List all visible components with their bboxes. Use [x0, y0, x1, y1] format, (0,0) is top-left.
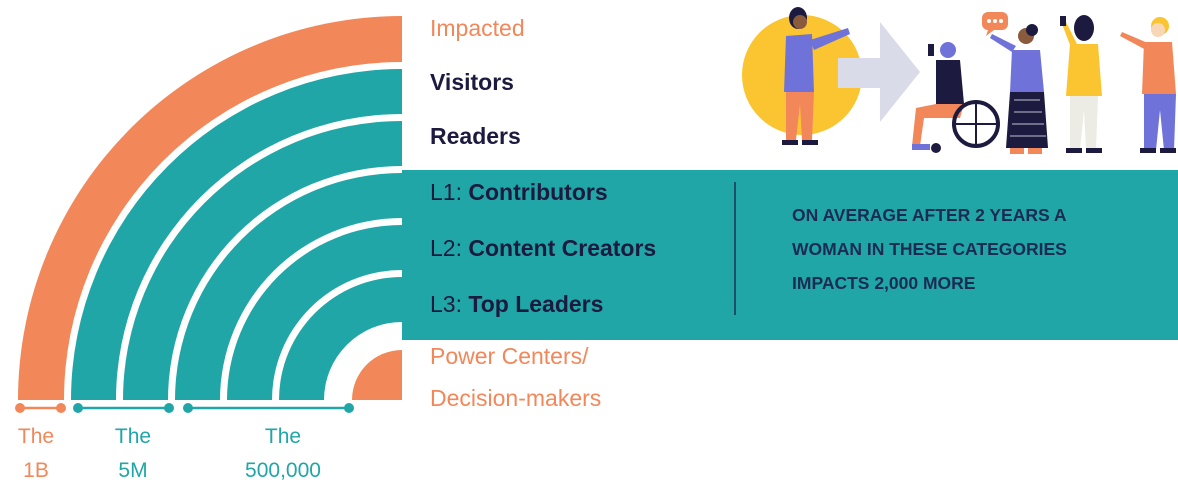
woman-talking-icon [990, 24, 1048, 154]
level-2-name: Content Creators [468, 235, 657, 261]
scale-500k-value: 500,000 [245, 459, 321, 482]
scale-label-5m: The 5M [98, 420, 168, 488]
scale-dot [56, 403, 66, 413]
arc-contributors [175, 173, 402, 400]
scale-5m-value: 5M [118, 459, 148, 482]
note-line-2: WOMAN IN THESE CATEGORIES [792, 239, 1067, 259]
arc-visitors [71, 69, 402, 400]
label-level-1: L1: Contributors [430, 178, 608, 206]
speech-bubble-icon [982, 12, 1008, 36]
arc-readers [123, 121, 402, 400]
people-illustration [742, 7, 1176, 154]
arc-impacted [18, 16, 402, 400]
label-impacted: Impacted [430, 15, 525, 41]
impact-note: ON AVERAGE AFTER 2 YEARS A WOMAN IN THES… [792, 198, 1168, 300]
level-2-prefix: L2: [430, 235, 469, 261]
arc-power-centers [352, 350, 402, 400]
scale-markers [15, 403, 354, 413]
scale-dot [344, 403, 354, 413]
note-line-1: ON AVERAGE AFTER 2 YEARS A [792, 205, 1067, 225]
levels-band [402, 170, 1178, 340]
label-decision-makers: Decision-makers [430, 385, 602, 411]
arc-content-creators [227, 225, 402, 400]
arc-top-leaders [279, 277, 402, 400]
label-visitors: Visitors [430, 69, 514, 95]
level-1-prefix: L1: [430, 179, 469, 205]
label-level-2: L2: Content Creators [430, 234, 656, 262]
scale-dot [183, 403, 193, 413]
scale-1b-word: The [17, 425, 55, 448]
scale-dot [15, 403, 25, 413]
level-1-name: Contributors [468, 179, 608, 205]
concentric-arcs-diagram [18, 16, 402, 400]
woman-waving-icon [1120, 17, 1176, 153]
label-power-centers: Power Centers/ [430, 343, 589, 369]
scale-5m-word: The [114, 425, 152, 448]
label-level-3: L3: Top Leaders [430, 290, 603, 318]
scale-label-1b: The 1B [6, 420, 66, 488]
scale-500k-word: The [264, 425, 302, 448]
scale-1b-value: 1B [23, 459, 49, 482]
woman-phone-icon [1060, 15, 1102, 153]
scale-dot [73, 403, 83, 413]
arrow-right-icon [838, 22, 920, 122]
band-divider [734, 182, 736, 315]
level-3-name: Top Leaders [468, 291, 604, 317]
level-3-prefix: L3: [430, 291, 469, 317]
wheelchair-user-icon [912, 42, 1000, 153]
label-readers: Readers [430, 123, 521, 149]
scale-dot [164, 403, 174, 413]
woman-pointing-icon [782, 7, 850, 145]
scale-label-500k: The 500,000 [218, 420, 348, 488]
note-line-3: IMPACTS 2,000 MORE [792, 273, 976, 293]
